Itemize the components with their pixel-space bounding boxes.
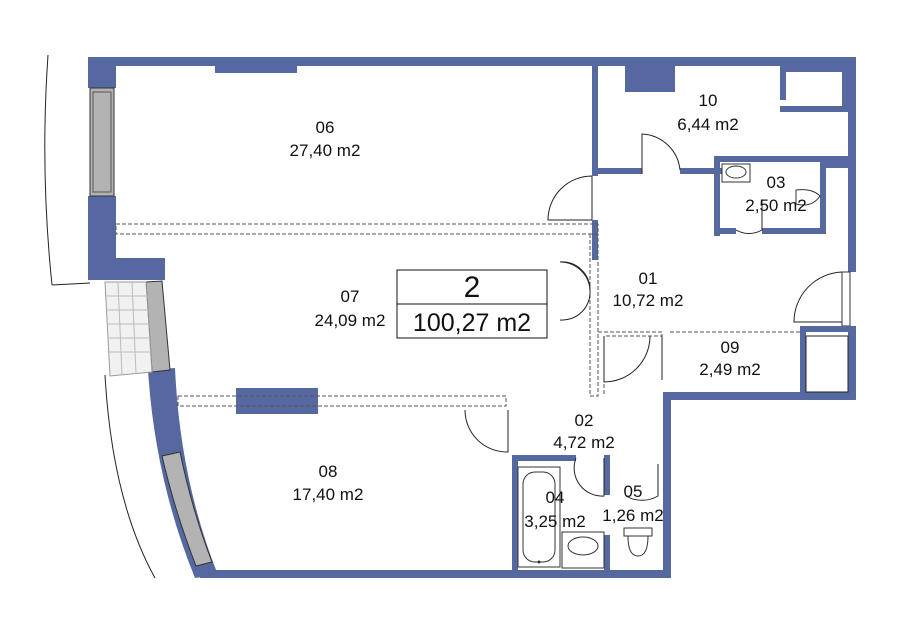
storage-box	[805, 335, 849, 393]
svg-text:4,72 m2: 4,72 m2	[553, 433, 614, 452]
windows	[89, 87, 851, 567]
svg-text:6,44 m2: 6,44 m2	[677, 115, 738, 134]
room-label-08: 08 17,40 m2	[293, 462, 364, 504]
washbasin-icon	[561, 531, 605, 569]
room-label-04: 04 3,25 m2	[524, 488, 585, 531]
svg-text:2,50 m2: 2,50 m2	[745, 196, 806, 215]
svg-text:01: 01	[639, 269, 658, 288]
svg-text:08: 08	[319, 462, 338, 481]
inner-walls	[236, 66, 856, 570]
toilet-icon-03	[795, 189, 821, 206]
svg-text:07: 07	[341, 287, 360, 306]
bathtub-icon	[517, 466, 561, 568]
svg-text:2,49 m2: 2,49 m2	[699, 360, 760, 379]
svg-text:10: 10	[699, 91, 718, 110]
room-label-05: 05 1,26 m2	[602, 482, 663, 525]
apartment-total-area: 100,27 m2	[413, 309, 531, 337]
facade-curve	[44, 54, 156, 579]
svg-text:10,72 m2: 10,72 m2	[613, 291, 684, 310]
room-label-03: 03 2,50 m2	[745, 173, 806, 215]
toilet-icon	[623, 527, 653, 557]
svg-text:09: 09	[721, 338, 740, 357]
room-label-09: 09 2,49 m2	[699, 338, 760, 379]
room-label-02: 02 4,72 m2	[553, 411, 614, 452]
svg-text:3,25 m2: 3,25 m2	[524, 512, 585, 531]
room-label-06: 06 27,40 m2	[290, 118, 361, 160]
svg-text:27,40 m2: 27,40 m2	[290, 141, 361, 160]
balcony-hatch	[104, 281, 153, 377]
svg-text:24,09 m2: 24,09 m2	[315, 311, 386, 330]
room-label-10: 10 6,44 m2	[677, 91, 738, 134]
svg-text:1,26 m2: 1,26 m2	[602, 506, 663, 525]
door-swings	[464, 133, 843, 501]
svg-text:05: 05	[624, 482, 643, 501]
apartment-number: 2	[464, 271, 481, 304]
svg-text:02: 02	[575, 411, 594, 430]
room-label-01: 01 10,72 m2	[613, 269, 684, 310]
svg-text:03: 03	[767, 173, 786, 192]
svg-text:06: 06	[316, 118, 335, 137]
washbasin-icon-03	[721, 163, 751, 183]
apartment-summary-box: 2 100,27 m2	[396, 269, 548, 339]
svg-text:04: 04	[546, 488, 565, 507]
svg-text:17,40 m2: 17,40 m2	[293, 485, 364, 504]
room-label-07: 07 24,09 m2	[315, 287, 386, 330]
